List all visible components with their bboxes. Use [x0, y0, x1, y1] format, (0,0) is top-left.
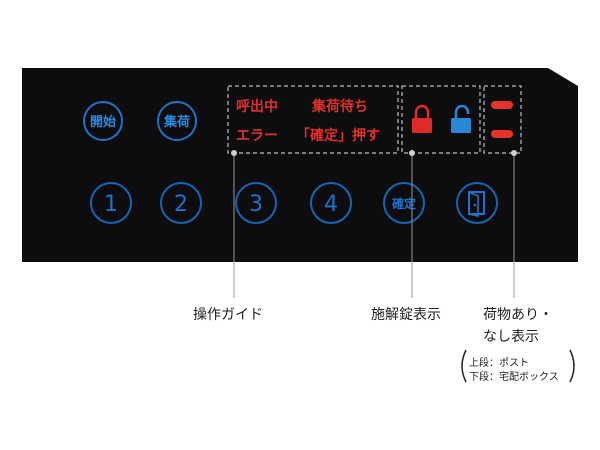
note-right-paren — [569, 349, 575, 383]
key-4-button[interactable]: 4 — [310, 182, 352, 224]
operation-guide-label: 操作ガイド — [193, 307, 263, 323]
parcel-status-label-line2: なし表示 — [483, 329, 539, 345]
status-press-confirm: 「確定」押す — [296, 127, 380, 144]
panel-body — [22, 68, 578, 262]
status-calling: 呼出中 — [236, 98, 278, 115]
key-2-button[interactable]: 2 — [160, 182, 202, 224]
status-waiting-pickup: 集荷待ち — [311, 98, 368, 115]
collect-button-label: 集荷 — [163, 114, 190, 130]
callout-leaders — [231, 150, 517, 298]
confirm-button[interactable]: 確定 — [383, 182, 425, 224]
exit-button[interactable] — [456, 182, 498, 224]
key-2-label: 2 — [174, 192, 188, 217]
note-left-paren — [461, 349, 467, 383]
unlocked-padlock-icon — [451, 104, 471, 133]
status-error: エラー — [236, 128, 278, 144]
key-1-button[interactable]: 1 — [90, 182, 132, 224]
delivery-box-parcel-indicator — [491, 130, 513, 138]
parcel-note-upper: 上段：ポスト — [469, 358, 529, 369]
confirm-button-label: 確定 — [392, 196, 416, 211]
parcel-note-lower: 下段：宅配ボックス — [469, 372, 559, 383]
collect-button[interactable]: 集荷 — [157, 101, 197, 141]
door-exit-icon — [468, 190, 485, 217]
key-1-label: 1 — [104, 192, 118, 217]
guide-display-frame — [227, 85, 399, 154]
start-button-label: 開始 — [90, 114, 116, 130]
lock-display-frame — [401, 85, 481, 154]
lock-status-label: 施解錠表示 — [371, 307, 441, 323]
parcel-display-frame — [483, 85, 522, 154]
locked-padlock-icon — [412, 104, 432, 133]
key-4-label: 4 — [324, 192, 338, 217]
key-3-label: 3 — [249, 192, 263, 217]
post-parcel-indicator — [491, 101, 513, 109]
key-3-button[interactable]: 3 — [235, 182, 277, 224]
parcel-status-label-line1: 荷物あり・ — [483, 307, 553, 323]
start-button[interactable]: 開始 — [83, 101, 123, 141]
